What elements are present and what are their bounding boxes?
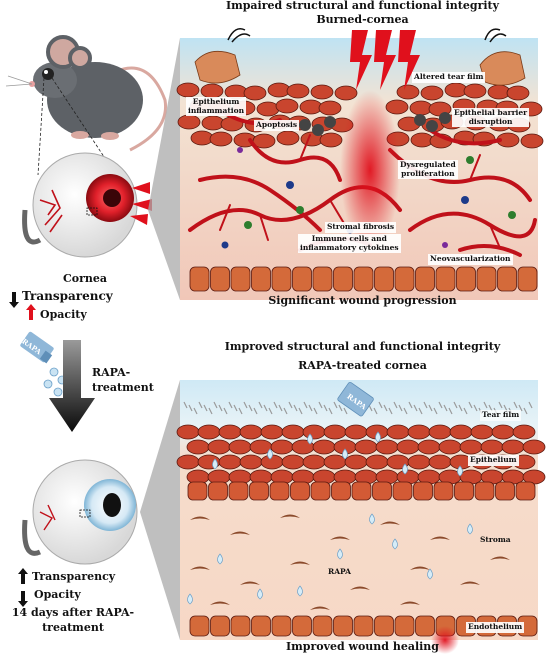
label-stroma: Stroma [480, 535, 511, 544]
top-panel-subtitle: Burned-cornea [316, 13, 409, 26]
bottom-panel-footer: Improved wound healing [285, 640, 439, 653]
transparency-up-label: Transparency [32, 570, 116, 583]
treatment-arrow-icon [49, 340, 95, 432]
label-rapa: RAPA [328, 567, 351, 576]
treatment-label-2: treatment [92, 381, 154, 394]
zoom-wedge-top [148, 38, 180, 300]
hand-icon [194, 28, 251, 84]
arrow-up-icon-2 [18, 568, 28, 584]
transparency-down-label: Transparency [22, 289, 113, 303]
cornea-label: Cornea [62, 272, 107, 285]
label-tear-film: Tear film [480, 410, 522, 421]
rapa-vial-panel-icon [337, 381, 374, 417]
label-neovascularization: Neovascularization [428, 254, 513, 265]
arrow-down-icon-2 [18, 591, 28, 607]
label-dysregulated-proliferation: Dysregulated proliferation [398, 160, 458, 179]
label-epithelium: Epithelium [468, 455, 519, 466]
label-apoptosis: Apoptosis [254, 120, 300, 131]
label-endothelium: Endothelium [466, 622, 525, 633]
label-altered-tear-film: Altered tear film [412, 72, 486, 83]
rapa-cornea-panel [176, 380, 546, 654]
bottom-panel-title: Improved structural and functional integ… [224, 340, 501, 353]
label-immune-cells: Immune cells and inflammatory cytokines [298, 234, 401, 253]
top-panel-footer: Significant wound progression [268, 294, 457, 307]
healed-eye [22, 459, 138, 565]
hand-icon-right [479, 28, 526, 86]
days-label-1: 14 days after RAPA- [11, 606, 135, 619]
opacity-up-label: Opacity [40, 308, 87, 321]
zoom-wedge-bottom [140, 380, 180, 640]
burned-eye [22, 152, 152, 258]
label-epithelial-barrier-disruption: Epithelial barrier disruption [452, 108, 530, 127]
days-label-2: treatment [42, 621, 104, 634]
top-panel-title: Impaired structural and functional integ… [225, 0, 500, 12]
rapa-vial-icon [20, 331, 67, 397]
opacity-down-label: Opacity [34, 588, 81, 601]
bottom-panel-subtitle: RAPA-treated cornea [298, 359, 427, 372]
arrow-up-icon [26, 304, 36, 320]
label-epithelium-inflammation: Epithelium inflammation [186, 97, 247, 116]
arrow-down-icon [9, 292, 19, 308]
treatment-label-1: RAPA- [92, 366, 131, 379]
lightning-bolt-icon [350, 30, 420, 90]
label-stromal-fibrosis: Stromal fibrosis [325, 222, 397, 233]
mouse-illustration [5, 35, 168, 179]
